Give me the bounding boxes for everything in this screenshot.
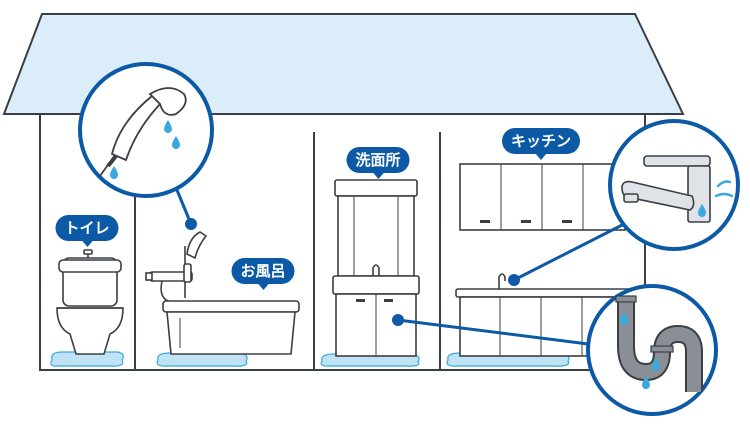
- water-drop-icon: [110, 166, 118, 179]
- kitchen-label: キッチン: [501, 128, 581, 160]
- washroom-label: 洗面所: [346, 147, 410, 179]
- faucet-callout: [608, 119, 740, 251]
- toilet: [56, 249, 124, 355]
- faucet-icon: [621, 155, 711, 223]
- water-drop-icon: [172, 136, 180, 149]
- shower-icon: [99, 87, 187, 177]
- callout-dot: [392, 314, 404, 326]
- drain-callout: [586, 284, 718, 416]
- toilet-label: トイレ: [55, 215, 119, 247]
- drain-pipe-icon: [615, 295, 703, 392]
- water-puddle: [156, 352, 248, 367]
- water-drop-icon: [652, 358, 660, 371]
- water-puddle: [50, 351, 124, 367]
- water-drop-icon: [642, 376, 650, 389]
- water-drop-icon: [714, 180, 734, 198]
- shower-unit: [145, 231, 208, 303]
- water-drop-icon: [164, 120, 172, 133]
- water-drop-icon: [698, 204, 706, 217]
- callout-dot: [185, 218, 197, 230]
- water-puddle: [320, 353, 420, 367]
- callout-dot: [508, 274, 520, 286]
- vanity: [332, 179, 420, 357]
- shower-callout: [78, 62, 214, 198]
- water-drop-icon: [620, 312, 628, 325]
- bathtub: [162, 300, 300, 355]
- bathroom-label: お風呂: [231, 258, 295, 290]
